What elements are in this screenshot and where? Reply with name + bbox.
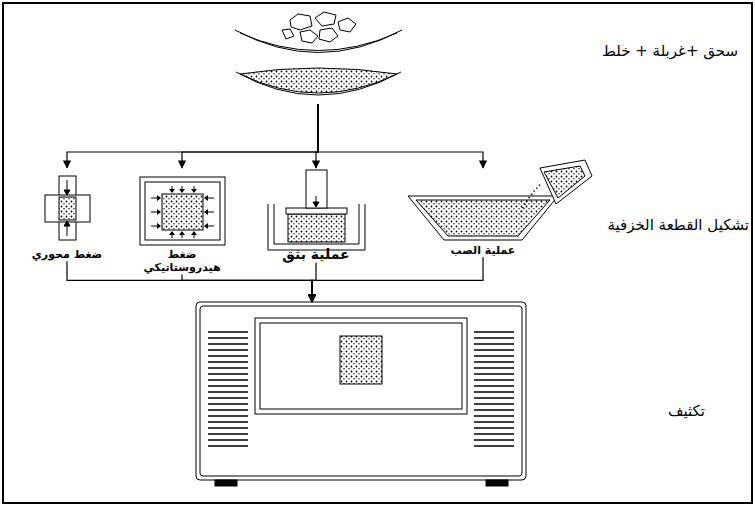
furnace bbox=[196, 302, 526, 486]
flow-arrow bbox=[182, 274, 312, 302]
axial-press bbox=[45, 176, 90, 240]
flow-arrow bbox=[318, 104, 483, 168]
flow-arrow bbox=[67, 104, 318, 168]
method-step: ضغط محوري bbox=[17, 168, 117, 261]
process-stage: تكثيف bbox=[190, 302, 745, 484]
hydrostatic-press bbox=[140, 177, 225, 245]
method-caption: عملية الصب bbox=[408, 244, 558, 257]
method-caption: ضغط محوري bbox=[19, 248, 115, 261]
spacer bbox=[127, 168, 237, 248]
stage-label: سحق +غربلة + خلط bbox=[602, 42, 738, 60]
method-caption: عملية بثق bbox=[262, 246, 370, 263]
method-step: عملية الصب bbox=[403, 168, 563, 257]
spacer bbox=[17, 168, 117, 248]
flow-arrow bbox=[312, 257, 483, 302]
stage-label: تكثيف bbox=[668, 402, 705, 420]
casting-mould bbox=[408, 160, 592, 240]
process-stage: سحق +غربلة + خلط bbox=[170, 8, 748, 104]
sieve bbox=[236, 68, 401, 95]
grinding-bowl bbox=[235, 12, 402, 53]
section-label: تشكيل القطعة الخزفية bbox=[607, 216, 749, 234]
method-step: ضغط هيدروستاتيكي bbox=[127, 168, 237, 274]
flow-arrow bbox=[182, 104, 318, 168]
method-caption: ضغط هيدروستاتيكي bbox=[140, 248, 224, 274]
spacer bbox=[403, 168, 563, 244]
method-step: عملية بثق bbox=[261, 168, 371, 263]
frame bbox=[3, 3, 752, 503]
spacer bbox=[261, 168, 371, 246]
extrusion-press bbox=[268, 170, 365, 250]
